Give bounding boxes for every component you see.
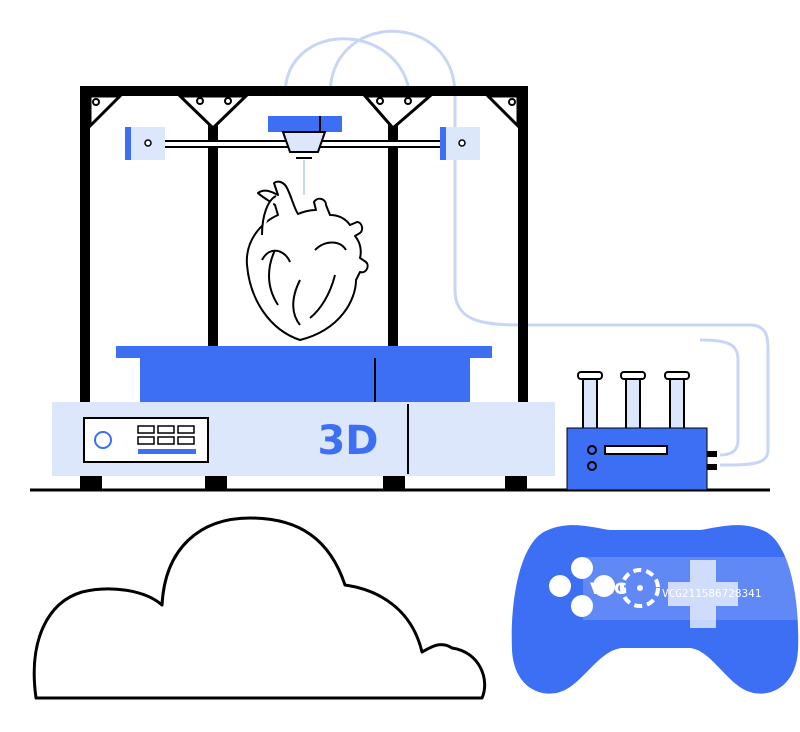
heart-icon [245,180,369,341]
watermark-id: VCG211586728341 [662,587,761,600]
cloud-icon [32,516,487,700]
watermark-brand: VCG [590,579,627,598]
printer-3d-label: 3D [317,418,378,464]
watermark: VCG VCG211586728341 [583,557,800,620]
3d-printer-icon: 3D [52,86,555,490]
gamepad-icon [511,525,799,694]
watermark-logo-icon [620,568,660,608]
test-tube-rack-icon [566,371,717,491]
